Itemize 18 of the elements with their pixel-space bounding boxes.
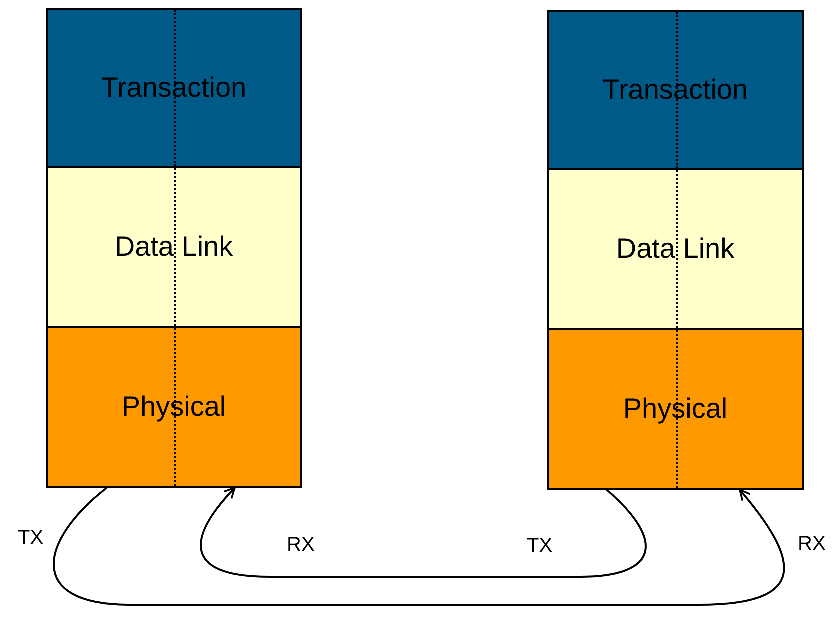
- layer-label: Physical: [122, 391, 226, 423]
- layer-label: Transaction: [101, 72, 247, 104]
- signal-label: TX: [527, 535, 553, 558]
- signal-label: RX: [798, 533, 826, 556]
- signal-label: RX: [287, 534, 315, 557]
- arrow: [200, 487, 647, 578]
- layer-label: Data Link: [114, 231, 234, 263]
- signal-label: TX: [18, 527, 44, 550]
- layer-label: Transaction: [602, 74, 748, 106]
- layer-label: Data Link: [616, 233, 735, 265]
- layer-box: [46, 326, 302, 488]
- layer-box: [547, 168, 804, 330]
- arrow: [54, 487, 785, 606]
- layer-label: Physical: [623, 393, 728, 425]
- layer-box: [547, 10, 804, 170]
- layer-box: [46, 8, 302, 168]
- layer-box: [46, 166, 302, 328]
- layer-box: [547, 328, 804, 490]
